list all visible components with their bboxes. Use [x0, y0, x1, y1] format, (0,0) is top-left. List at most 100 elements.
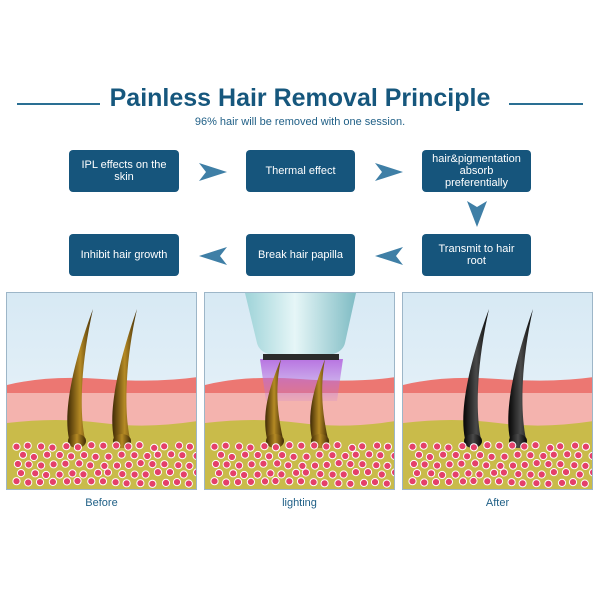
- fat-cell: [556, 460, 565, 469]
- fat-cell: [322, 442, 331, 451]
- fat-cell: [372, 461, 381, 470]
- fat-cell: [383, 461, 392, 470]
- fat-cell: [36, 442, 46, 451]
- fat-cell: [315, 450, 324, 459]
- fat-cell: [507, 478, 516, 487]
- fat-cells: [12, 441, 196, 488]
- fat-cell: [284, 461, 293, 470]
- fat-cell: [570, 461, 579, 470]
- fat-cell: [222, 478, 231, 487]
- fat-cell: [382, 479, 391, 488]
- fat-cell: [546, 443, 555, 452]
- fat-cell: [463, 452, 472, 461]
- fat-cell: [302, 452, 311, 461]
- fat-cell: [575, 470, 584, 479]
- fat-cell: [346, 460, 355, 469]
- fat-cell: [526, 451, 535, 460]
- fat-cell: [563, 450, 572, 459]
- fat-cells: [210, 441, 394, 488]
- fat-cell: [246, 443, 255, 452]
- panel-lighting: [204, 292, 395, 490]
- fat-cell: [425, 452, 434, 462]
- fat-cell: [513, 450, 522, 459]
- fat-cell: [79, 470, 88, 479]
- fat-cell: [487, 452, 496, 461]
- fat-cell: [99, 441, 108, 450]
- fat-cell: [432, 461, 442, 470]
- step-label: Break hair papilla: [258, 249, 343, 261]
- fat-cell: [153, 450, 162, 459]
- fat-cell: [549, 450, 558, 459]
- panel-before: [6, 292, 197, 490]
- fat-cell: [278, 451, 287, 460]
- fat-cell: [589, 468, 592, 477]
- fat-cell: [265, 452, 274, 461]
- fat-cell: [193, 468, 196, 477]
- fat-cell: [185, 442, 194, 451]
- fat-cell: [444, 443, 453, 452]
- fat-cell: [210, 477, 219, 486]
- fat-cell: [333, 441, 342, 450]
- fat-cell: [61, 459, 70, 468]
- fat-cell: [431, 478, 441, 487]
- hair-follicles: [67, 309, 137, 448]
- fat-cell: [557, 478, 567, 487]
- fat-cell: [216, 450, 226, 459]
- fat-cell: [167, 450, 176, 459]
- fat-cell: [285, 441, 294, 450]
- skin-after-illustration: [403, 293, 592, 489]
- fat-cell: [222, 460, 231, 469]
- panel-after: [402, 292, 593, 490]
- fat-cell: [18, 450, 28, 459]
- skin-before-illustration: [7, 293, 196, 489]
- fat-cell: [73, 476, 82, 486]
- fat-cell: [175, 441, 184, 450]
- fat-cell: [214, 469, 224, 478]
- fat-cell: [192, 451, 196, 460]
- fat-cell: [549, 468, 558, 477]
- step-inhibit-growth: Inhibit hair growth: [69, 234, 179, 276]
- fat-cell: [581, 461, 590, 470]
- ipl-handpiece: [245, 293, 356, 355]
- fat-cell: [556, 442, 565, 451]
- fat-cell: [112, 461, 122, 470]
- step-label: hair&pigmentation absorb preferentially: [432, 153, 521, 189]
- fat-cell: [363, 468, 373, 477]
- fat-cell: [24, 460, 33, 469]
- fat-cell: [574, 451, 583, 460]
- fat-cell: [240, 470, 249, 480]
- step-label: Inhibit hair growth: [80, 249, 168, 261]
- fat-cell: [117, 450, 126, 459]
- fat-cell: [246, 477, 256, 486]
- fat-cell: [458, 477, 468, 486]
- fat-cell: [91, 452, 100, 461]
- skin-lighting-illustration: [205, 293, 394, 489]
- step-transmit-root: Transmit to hair root: [422, 234, 531, 276]
- fat-cell: [148, 460, 157, 469]
- fat-cell: [94, 468, 103, 477]
- fat-cell: [328, 451, 337, 460]
- fat-cell: [75, 459, 84, 468]
- fat-cells: [408, 441, 592, 488]
- fat-cell: [136, 479, 145, 488]
- fat-cell: [112, 441, 121, 450]
- fat-cell: [241, 450, 250, 459]
- fat-cell: [458, 442, 467, 451]
- fat-cell: [174, 461, 183, 470]
- arrow-right-icon: [199, 163, 227, 181]
- fat-cell: [496, 461, 505, 470]
- fat-cell: [432, 442, 442, 451]
- fat-cell: [526, 470, 535, 479]
- fat-cell: [581, 442, 590, 451]
- step-label: IPL effects on the skin: [81, 159, 167, 183]
- fat-cell: [12, 442, 21, 451]
- fat-cell: [351, 450, 360, 459]
- fat-cell: [495, 441, 504, 450]
- fat-cell: [211, 459, 220, 469]
- fat-cell: [451, 470, 460, 479]
- fat-cell: [271, 443, 281, 452]
- fat-cell: [229, 469, 238, 478]
- fat-cell: [508, 441, 517, 450]
- fat-cell: [289, 452, 298, 461]
- fat-cell: [247, 460, 256, 469]
